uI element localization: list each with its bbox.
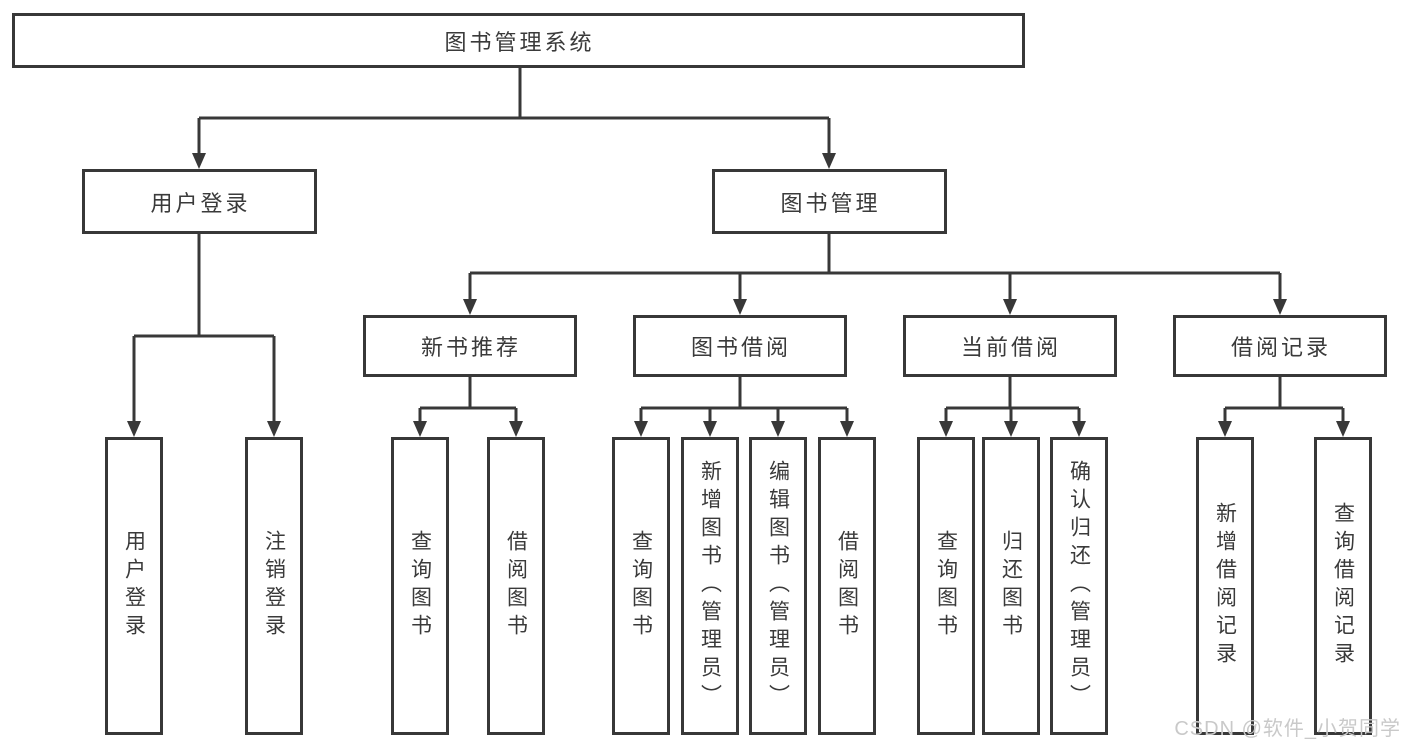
arrowhead-icon [127,421,141,437]
node-root-system-label: 图书管理系统 [444,29,595,55]
leaf-query-books-1: 查询图书 [391,437,449,735]
leaf-borrow-books-1-label: 借阅图书 [504,530,528,642]
arrowhead-icon [1273,299,1287,315]
leaf-confirm-return-admin-label: 确认归还（管理员） [1067,460,1091,712]
node-user-login-label: 用户登录 [150,190,251,216]
connector-book-management-children [463,234,1287,315]
connector-borrow-children [634,377,854,437]
node-book-borrow-label: 图书借阅 [690,335,791,360]
connector-user-login-children [127,234,281,437]
leaf-edit-books-admin: 编辑图书（管理员） [749,437,807,735]
node-new-book-recommend-label: 新书推荐 [420,335,521,360]
arrowhead-icon [1004,421,1018,437]
leaf-query-books-2-label: 查询图书 [629,530,653,642]
leaf-query-borrow-record-label: 查询借阅记录 [1331,502,1355,670]
node-root-system: 图书管理系统 [12,13,1025,68]
node-book-management-label: 图书管理 [780,190,881,216]
leaf-borrow-books-2-label: 借阅图书 [835,530,859,642]
leaf-query-books-3: 查询图书 [917,437,975,735]
arrowhead-icon [822,153,836,169]
leaf-logout-label: 注销登录 [262,530,286,642]
arrowhead-icon [703,421,717,437]
node-book-borrow: 图书借阅 [633,315,847,377]
leaf-borrow-books-2: 借阅图书 [818,437,876,735]
leaf-user-login: 用户登录 [105,437,163,735]
arrowhead-icon [1072,421,1086,437]
connector-root-to-level2 [192,68,836,169]
leaf-add-borrow-record: 新增借阅记录 [1196,437,1254,735]
leaf-add-borrow-record-label: 新增借阅记录 [1213,502,1237,670]
leaf-query-books-1-label: 查询图书 [408,530,432,642]
arrowhead-icon [1003,299,1017,315]
arrowhead-icon [267,421,281,437]
arrowhead-icon [192,153,206,169]
leaf-add-books-admin: 新增图书（管理员） [681,437,739,735]
watermark: CSDN @软件_小贺同学 [1174,718,1401,740]
leaf-return-books-label: 归还图书 [999,530,1023,642]
node-current-borrow: 当前借阅 [903,315,1117,377]
arrowhead-icon [733,299,747,315]
arrowhead-icon [413,421,427,437]
node-current-borrow-label: 当前借阅 [960,335,1061,360]
leaf-add-books-admin-label: 新增图书（管理员） [698,460,722,712]
arrowhead-icon [840,421,854,437]
arrowhead-icon [771,421,785,437]
leaf-query-books-3-label: 查询图书 [934,530,958,642]
leaf-edit-books-admin-label: 编辑图书（管理员） [766,460,790,712]
node-user-login: 用户登录 [82,169,317,234]
arrowhead-icon [1336,421,1350,437]
arrowhead-icon [634,421,648,437]
node-borrow-records: 借阅记录 [1173,315,1387,377]
leaf-logout: 注销登录 [245,437,303,735]
arrowhead-icon [463,299,477,315]
node-borrow-records-label: 借阅记录 [1230,335,1331,360]
leaf-confirm-return-admin: 确认归还（管理员） [1050,437,1108,735]
leaf-user-login-label: 用户登录 [122,530,146,642]
arrowhead-icon [1218,421,1232,437]
connector-new-book-children [413,377,523,437]
leaf-query-borrow-record: 查询借阅记录 [1314,437,1372,735]
leaf-query-books-2: 查询图书 [612,437,670,735]
connector-records-children [1218,377,1350,437]
node-new-book-recommend: 新书推荐 [363,315,577,377]
leaf-borrow-books-1: 借阅图书 [487,437,545,735]
connector-current-children [939,377,1086,437]
arrowhead-icon [939,421,953,437]
node-book-management: 图书管理 [712,169,947,234]
leaf-return-books: 归还图书 [982,437,1040,735]
arrowhead-icon [509,421,523,437]
